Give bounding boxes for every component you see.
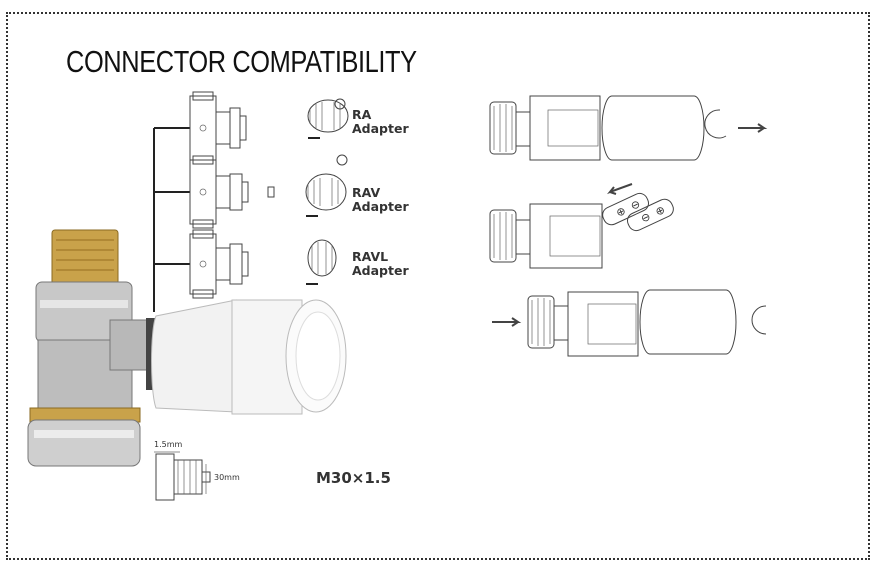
- valve-body-3: [189, 229, 249, 299]
- page-title: CONNECTOR COMPATIBILITY: [66, 44, 417, 79]
- ravl-adapter-label: RAVL Adapter: [352, 250, 409, 278]
- gap-dimension: 1.5mm: [154, 440, 183, 449]
- ravl-suffix: Adapter: [352, 263, 409, 278]
- svg-text:⊕: ⊕: [653, 203, 667, 219]
- rav-suffix: Adapter: [352, 199, 409, 214]
- valve-body-2: [189, 155, 275, 229]
- ravl-adapter-icon: [306, 239, 337, 285]
- thread-spec: M30×1.5: [316, 469, 391, 487]
- dimension-detail: [154, 451, 211, 501]
- radiator-valve-photo: [27, 229, 151, 467]
- step-1-remove-cover: [489, 95, 768, 161]
- ra-suffix: Adapter: [352, 121, 409, 136]
- length-dimension: 30mm: [214, 473, 240, 482]
- rav-adapter-icon: [305, 154, 348, 217]
- thermostat-head-photo: [146, 299, 347, 415]
- ravl-name: RAVL: [352, 249, 389, 264]
- ra-name: RA: [352, 107, 372, 122]
- step-2-insert-batteries: ⊕ ⊖ ⊖ ⊕: [489, 183, 674, 269]
- rav-adapter-label: RAV Adapter: [352, 186, 409, 214]
- valve-body-1: [189, 91, 247, 165]
- step-3-close-cover: [492, 289, 767, 357]
- connector-bracket: [153, 127, 190, 312]
- rav-name: RAV: [352, 185, 381, 200]
- ra-adapter-label: RA Adapter: [352, 108, 409, 136]
- dotted-frame: [6, 12, 870, 560]
- ra-adapter-icon: [307, 98, 349, 139]
- svg-text:⊖: ⊖: [628, 197, 642, 213]
- svg-text:⊖: ⊖: [639, 210, 653, 226]
- svg-text:⊕: ⊕: [614, 204, 628, 220]
